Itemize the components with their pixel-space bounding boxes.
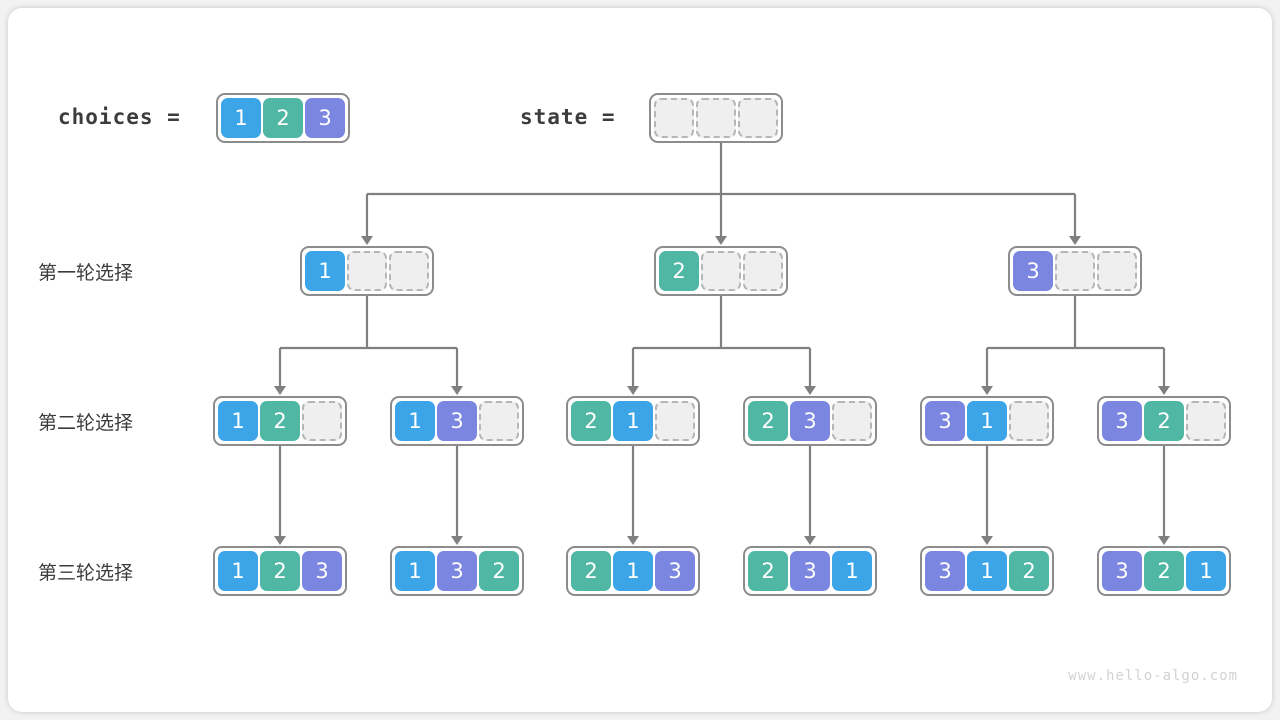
array-cell-value: 3	[305, 98, 345, 138]
array-cell-value: 1	[967, 551, 1007, 591]
tree-connectors	[274, 136, 1170, 545]
array-cell-empty	[1009, 401, 1049, 441]
array-cell-empty	[743, 251, 783, 291]
array-cell-value: 2	[748, 551, 788, 591]
array-cell-value: 3	[655, 551, 695, 591]
choices-label: choices =	[58, 105, 181, 129]
tree-node-level1-1: 1	[300, 246, 434, 296]
tree-node-level1-3: 3	[1008, 246, 1142, 296]
array-cell-value: 2	[571, 401, 611, 441]
level2-row-label: 第二轮选择	[38, 412, 134, 434]
array-cell-value: 3	[1102, 401, 1142, 441]
array-cell-value: 1	[967, 401, 1007, 441]
array-cell-value: 3	[925, 551, 965, 591]
array-cell-value: 2	[748, 401, 788, 441]
array-cell-value: 3	[302, 551, 342, 591]
array-cell-value: 2	[659, 251, 699, 291]
array-cell-value: 3	[925, 401, 965, 441]
tree-node-level1-2: 2	[654, 246, 788, 296]
array-cell-empty	[1055, 251, 1095, 291]
array-cell-empty	[654, 98, 694, 138]
array-cell-value: 2	[571, 551, 611, 591]
array-cell-value: 2	[1144, 551, 1184, 591]
array-cell-value: 1	[613, 551, 653, 591]
array-cell-value: 3	[437, 401, 477, 441]
array-cell-value: 1	[613, 401, 653, 441]
array-cell-empty	[479, 401, 519, 441]
state-array	[649, 93, 783, 143]
array-cell-empty	[1186, 401, 1226, 441]
array-cell-value: 3	[437, 551, 477, 591]
array-cell-value: 1	[218, 551, 258, 591]
array-cell-empty	[696, 98, 736, 138]
array-cell-empty	[347, 251, 387, 291]
array-cell-empty	[302, 401, 342, 441]
array-cell-empty	[701, 251, 741, 291]
state-label: state =	[520, 105, 616, 129]
array-cell-value: 3	[1013, 251, 1053, 291]
array-cell-empty	[655, 401, 695, 441]
array-cell-value: 1	[395, 401, 435, 441]
array-cell-empty	[832, 401, 872, 441]
array-cell-value: 1	[1186, 551, 1226, 591]
array-cell-value: 3	[790, 401, 830, 441]
watermark: www.hello-algo.com	[1068, 668, 1238, 684]
array-cell-value: 2	[1009, 551, 1049, 591]
array-cell-value: 1	[305, 251, 345, 291]
array-cell-value: 3	[1102, 551, 1142, 591]
array-cell-value: 2	[263, 98, 303, 138]
level1-row-label: 第一轮选择	[38, 262, 134, 284]
array-cell-value: 1	[221, 98, 261, 138]
array-cell-value: 3	[790, 551, 830, 591]
array-cell-value: 2	[1144, 401, 1184, 441]
array-cell-value: 2	[260, 551, 300, 591]
array-cell-empty	[389, 251, 429, 291]
array-cell-value: 1	[395, 551, 435, 591]
array-cell-value: 2	[479, 551, 519, 591]
array-cell-empty	[738, 98, 778, 138]
level3-row-label: 第三轮选择	[38, 562, 134, 584]
array-cell-value: 1	[218, 401, 258, 441]
array-cell-empty	[1097, 251, 1137, 291]
array-cell-value: 1	[832, 551, 872, 591]
array-cell-value: 2	[260, 401, 300, 441]
